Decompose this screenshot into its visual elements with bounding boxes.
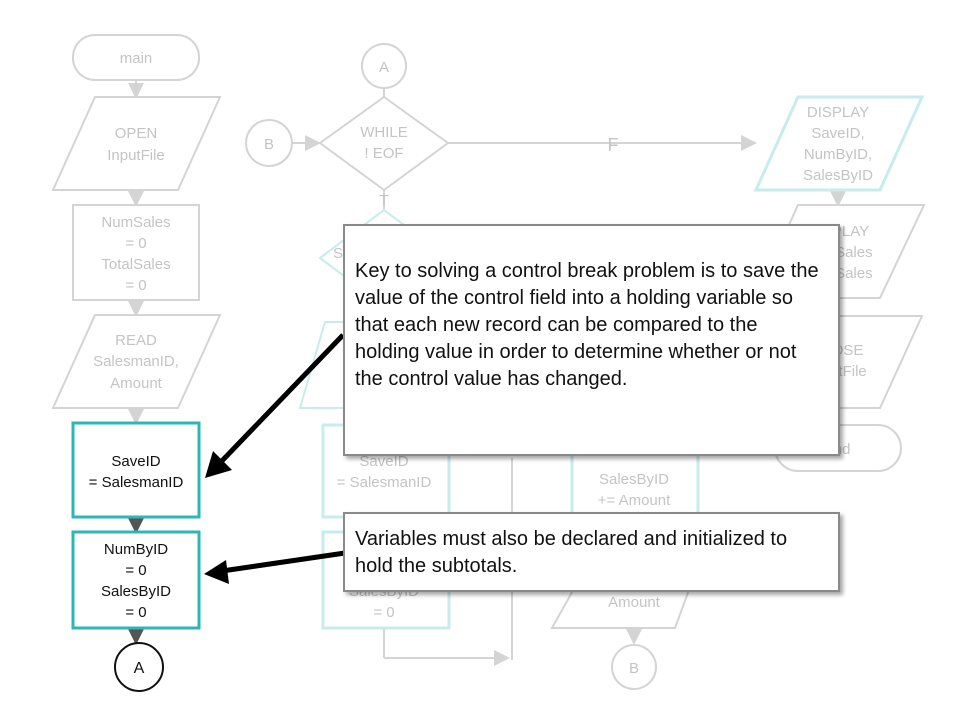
connector-b-bottom: B <box>611 644 657 690</box>
subtotals-init-process: NumByID = 0 SalesByID = 0 <box>71 530 201 630</box>
while-eof-decision: WHILE ! EOF <box>318 95 450 192</box>
svg-text:InputFile: InputFile <box>107 147 165 164</box>
display-subtotals-io: DISPLAY SaveID, NumByID, SalesByID <box>753 95 925 192</box>
svg-text:+= Amount: += Amount <box>598 492 671 509</box>
svg-text:WHILE: WHILE <box>360 124 408 141</box>
save-id-process: SaveID = SalesmanID <box>71 421 201 519</box>
svg-text:= 0: = 0 <box>125 604 146 621</box>
pointer-arrow-key <box>205 333 345 478</box>
callout-variables-text: Variables must also be declared and init… <box>355 528 788 577</box>
main-terminal: main <box>72 34 200 81</box>
svg-text:A: A <box>134 660 145 677</box>
svg-text:A: A <box>379 59 389 76</box>
read-salesman-io: READ SalesmanID, Amount <box>51 314 222 409</box>
connector-a-bottom: A <box>114 642 164 692</box>
svg-text:SalesByID: SalesByID <box>599 471 669 488</box>
true-branch-label: T <box>379 192 388 209</box>
connector-b-left: B <box>245 119 293 167</box>
svg-text:S: S <box>333 245 343 262</box>
svg-text:main: main <box>120 50 153 67</box>
svg-text:SalesByID: SalesByID <box>101 583 171 600</box>
svg-text:SaveID: SaveID <box>111 453 160 470</box>
svg-text:NumByID: NumByID <box>104 541 168 558</box>
callout-key-text: Key to solving a control break problem i… <box>355 260 819 390</box>
svg-text:DISPLAY: DISPLAY <box>807 104 869 121</box>
svg-text:SalesmanID,: SalesmanID, <box>93 353 179 370</box>
svg-text:SalesByID: SalesByID <box>803 167 873 184</box>
callout-control-field-key: Key to solving a control break problem i… <box>343 224 840 456</box>
svg-text:= SalesmanID: = SalesmanID <box>337 474 432 491</box>
svg-text:Amount: Amount <box>110 375 163 392</box>
svg-text:! EOF: ! EOF <box>364 145 403 162</box>
svg-text:= 0: = 0 <box>125 562 146 579</box>
svg-text:= 0: = 0 <box>125 277 146 294</box>
svg-text:B: B <box>629 660 639 677</box>
svg-text:SaveID: SaveID <box>359 453 408 470</box>
svg-text:READ: READ <box>115 332 157 349</box>
svg-text:OPEN: OPEN <box>115 125 158 142</box>
open-inputfile-io: OPEN InputFile <box>51 96 222 191</box>
connector-a-top: A <box>361 43 407 89</box>
false-branch-label: F <box>608 135 619 155</box>
svg-text:NumByID,: NumByID, <box>804 146 872 163</box>
svg-text:= SalesmanID: = SalesmanID <box>89 474 184 491</box>
svg-text:= 0: = 0 <box>125 235 146 252</box>
pointer-arrow-variables <box>204 550 346 584</box>
svg-text:NumSales: NumSales <box>101 214 170 231</box>
svg-text:SaveID,: SaveID, <box>811 125 864 142</box>
svg-text:= 0: = 0 <box>373 604 394 621</box>
callout-subtotal-variables: Variables must also be declared and init… <box>343 512 840 592</box>
svg-text:Amount: Amount <box>608 594 661 611</box>
init-totals-process: NumSales = 0 TotalSales = 0 <box>72 204 200 301</box>
svg-text:B: B <box>264 136 274 153</box>
svg-text:TotalSales: TotalSales <box>101 256 170 273</box>
